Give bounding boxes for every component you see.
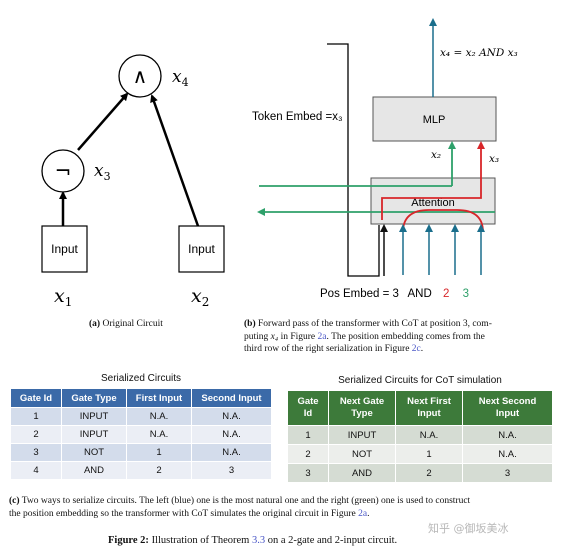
label-x3: x3	[94, 161, 111, 183]
x3-feature-label: x₃	[489, 153, 499, 165]
not-gate-symbol: ¬	[55, 159, 72, 183]
caption-b-line2: puting x₄ in Figure 2a. The position emb…	[244, 331, 485, 342]
table-cell: INPUT	[61, 407, 127, 426]
red-attention-arc	[402, 209, 484, 233]
serialized-header-row: Gate Id Gate Type First Input Second Inp…	[10, 388, 272, 408]
table-cell: N.A.	[126, 407, 192, 426]
caption-b-line1: (b) Forward pass of the transformer with…	[244, 319, 492, 329]
table-cell: 1	[395, 444, 463, 464]
token-embed-label: Token Embed =x₃	[252, 111, 343, 123]
table-cell: N.A.	[462, 444, 553, 464]
edge-input2-to-and	[150, 94, 200, 227]
not-gate-node	[41, 149, 85, 193]
figure-caption: Figure 2: Illustration of Theorem 3.3 on…	[108, 535, 398, 546]
table-cell: N.A.	[191, 443, 272, 462]
table-row: 2 NOT 1 N.A.	[287, 444, 553, 464]
table-cell: 3	[191, 461, 272, 480]
table-cell: 3	[462, 463, 553, 483]
table-cell: AND	[328, 463, 396, 483]
input-node-2	[178, 225, 225, 273]
pos-embed-label: Pos Embed = 3 AND 2 3	[320, 288, 469, 300]
mlp-box	[372, 96, 497, 142]
table-cell: 2	[287, 444, 329, 464]
serialized-cot-title: Serialized Circuits for CoT simulation	[338, 375, 502, 386]
and-gate-node	[118, 54, 162, 98]
table-cell: N.A.	[462, 425, 553, 445]
input-node-1-label: Input	[51, 242, 78, 256]
table-cell: 2	[126, 461, 192, 480]
table-cell: N.A.	[191, 407, 272, 426]
table-cell: 2	[395, 463, 463, 483]
edge-not-to-and	[77, 92, 129, 151]
table-row: 3 AND 2 3	[287, 463, 553, 483]
red-path-to-mlp	[381, 141, 485, 220]
table-cell: N.A.	[126, 425, 192, 444]
label-x4: x4	[172, 67, 189, 89]
table-cell: 1	[10, 407, 62, 426]
label-x1: x1	[54, 285, 72, 309]
table-row: 1 INPUT N.A. N.A.	[287, 425, 553, 445]
header-first-input: First Input	[126, 388, 192, 408]
table-cell: INPUT	[61, 425, 127, 444]
residual-stream-outline	[327, 43, 380, 277]
serialized-circuits-table: Gate Id Gate Type First Input Second Inp…	[10, 388, 272, 480]
table-cell: NOT	[328, 444, 396, 464]
header-second-input: Second Input	[191, 388, 272, 408]
table-cell: N.A.	[191, 425, 272, 444]
caption-a: (a) Original Circuit	[89, 318, 163, 331]
output-label: x₄ = x₂ AND x₃	[440, 47, 518, 59]
header-gate-type: Gate Type	[61, 388, 127, 408]
x2-feature-label: x₂	[431, 149, 441, 161]
table-row: 3 NOT 1 N.A.	[10, 443, 272, 462]
table-cell: 3	[10, 443, 62, 462]
caption-c-line2: the position embedding so the transforme…	[9, 508, 370, 519]
label-x2: x2	[191, 285, 209, 309]
caption-b: (b) Forward pass of the transformer with…	[244, 318, 544, 356]
attention-label: Attention	[411, 197, 454, 209]
table-cell: INPUT	[328, 425, 396, 445]
transformer-diagram: MLP Attention x₄ = x₂ AND x₃ Token Embed…	[252, 18, 518, 300]
table-cell: N.A.	[395, 425, 463, 445]
table-row: 1 INPUT N.A. N.A.	[10, 407, 272, 426]
table-cell: AND	[61, 461, 127, 480]
caption-c: (c) Two ways to serialize circuits. The …	[9, 495, 561, 520]
and-gate-symbol: ∧	[133, 64, 148, 88]
table-cell: 1	[126, 443, 192, 462]
mlp-label: MLP	[423, 114, 446, 126]
caption-c-line1: (c) Two ways to serialize circuits. The …	[9, 496, 471, 506]
table-cell: 2	[10, 425, 62, 444]
serialized-circuits-title: Serialized Circuits	[100, 373, 182, 384]
input-node-2-label: Input	[188, 242, 215, 256]
caption-b-line3: third row of the right serialization in …	[244, 344, 424, 354]
header-gate-id: Gate Id	[10, 388, 62, 408]
table-cell: 4	[10, 461, 62, 480]
table-cell: NOT	[61, 443, 127, 462]
table-row: 4 AND 2 3	[10, 461, 272, 480]
table-row: 2 INPUT N.A. N.A.	[10, 425, 272, 444]
original-circuit-diagram: ∧ ¬ Input Input x4 x3 x1 x2	[41, 54, 225, 309]
caption-a-label: (a)	[89, 319, 101, 329]
watermark: 知乎 @御坂美冰	[428, 522, 509, 535]
table-cell: 1	[287, 425, 329, 445]
input-node-1	[41, 225, 88, 273]
caption-a-text: Original Circuit	[102, 319, 163, 329]
figure-caption-label: Figure 2:	[108, 535, 149, 546]
table-cell: 3	[287, 463, 329, 483]
